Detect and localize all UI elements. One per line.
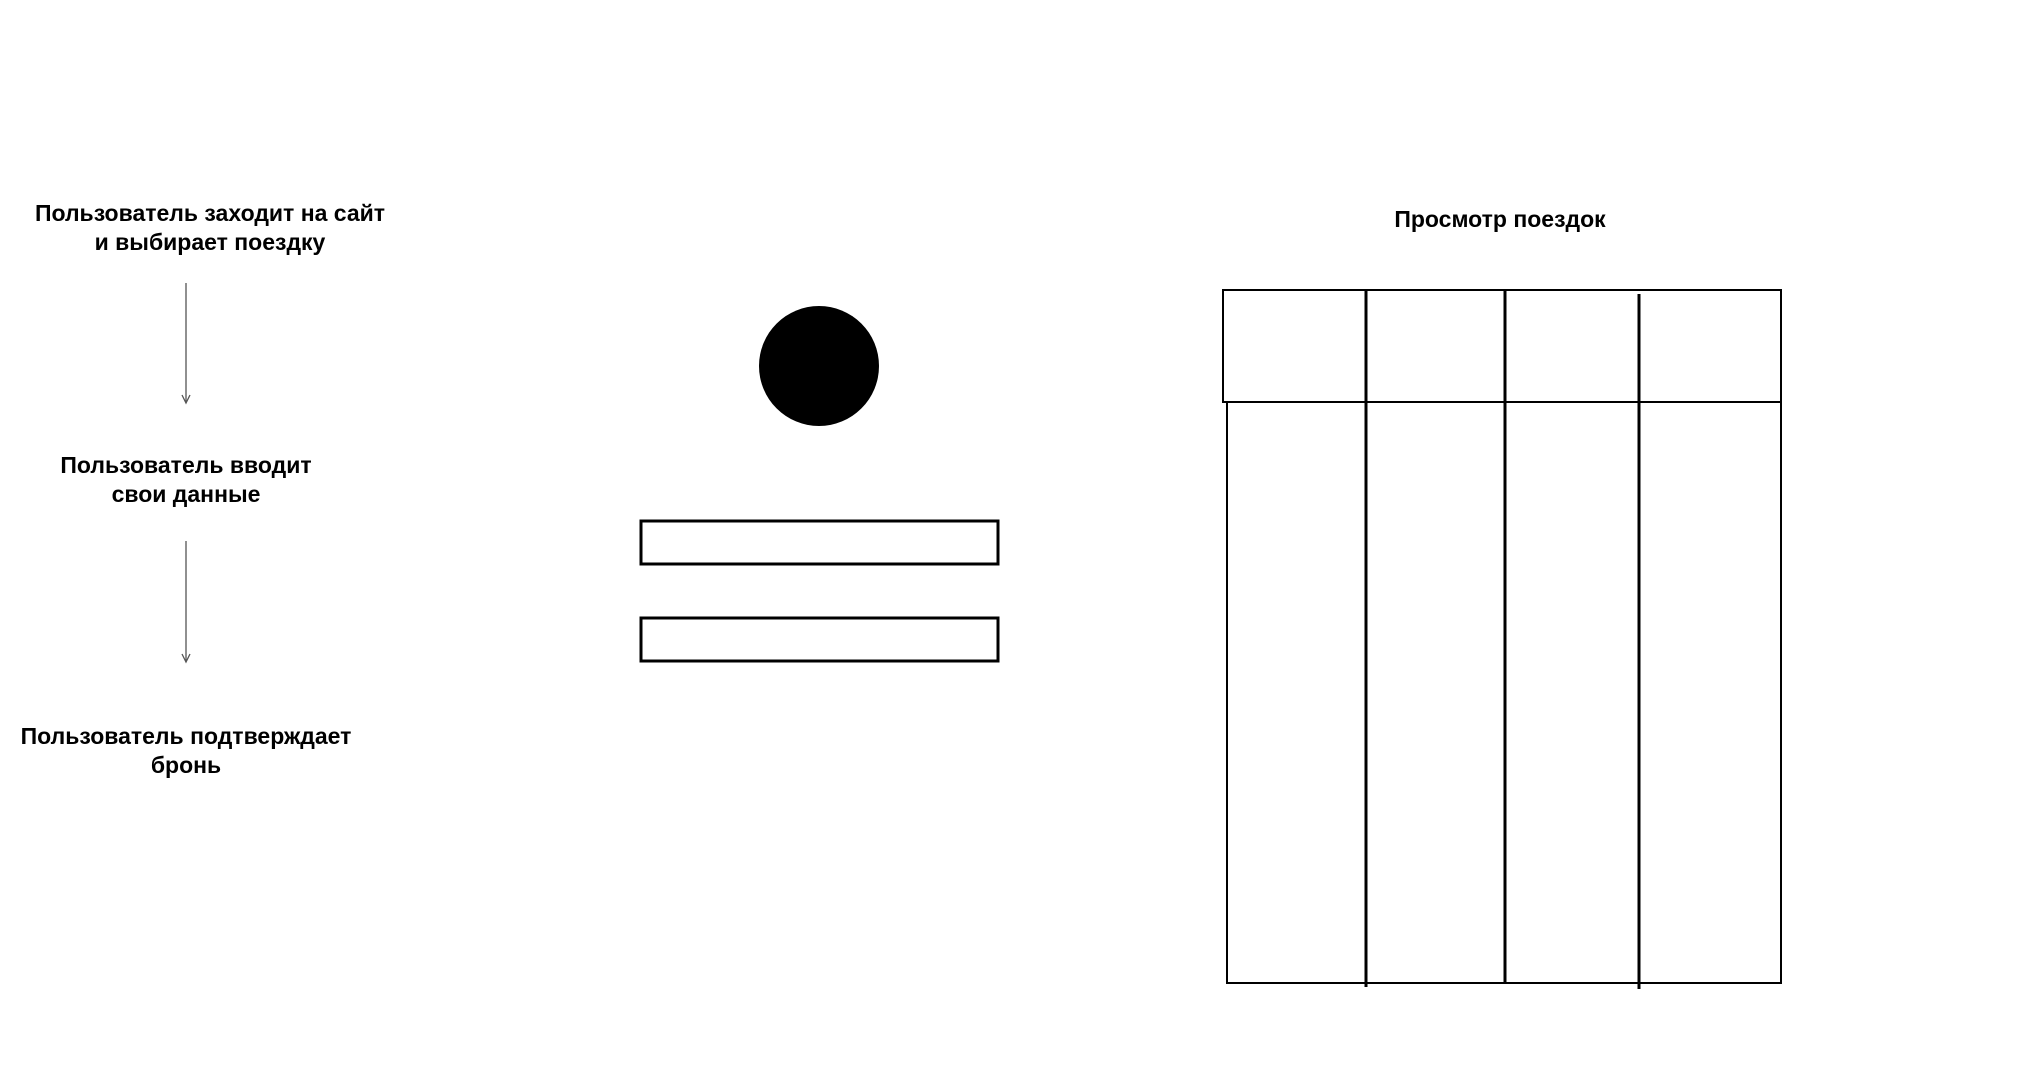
flow-step-2-line1: Пользователь вводит	[60, 452, 312, 478]
flow-step-3: Пользователь подтверждает бронь	[10, 722, 362, 780]
flow-arrow-1	[181, 283, 191, 405]
flow-step-3-line1: Пользователь подтверждает	[20, 723, 352, 749]
avatar	[759, 306, 879, 426]
trips-table-header	[1222, 289, 1782, 403]
flow-step-1: Пользователь заходит на сайт и выбирает …	[28, 199, 392, 257]
trips-view-title: Просмотр поездок	[1394, 206, 1606, 232]
flow-step-2: Пользователь вводит свои данные	[40, 451, 332, 509]
flow-arrow-2	[181, 541, 191, 664]
flow-step-1-line1: Пользователь заходит на сайт	[34, 200, 386, 226]
flow-step-2-line2: свои данные	[111, 481, 261, 507]
flow-step-3-line2: бронь	[150, 752, 222, 778]
login-field-1[interactable]	[639, 519, 1000, 566]
flow-step-1-line2: и выбирает поездку	[94, 229, 326, 255]
login-field-2[interactable]	[639, 616, 1000, 663]
trips-table	[1222, 289, 1782, 989]
